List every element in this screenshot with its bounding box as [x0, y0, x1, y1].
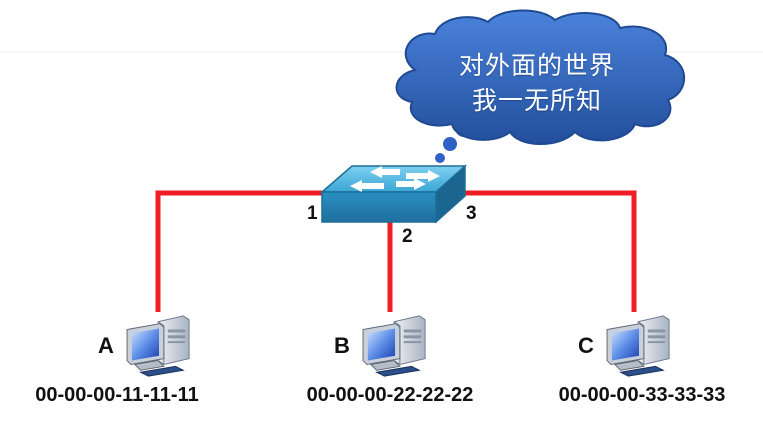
- switch-arrows-icon: [350, 166, 440, 192]
- link-lines: [155, 190, 637, 312]
- host-label-c: C: [578, 333, 594, 358]
- thought-bubble: [395, 9, 686, 163]
- host-mac-b: 00-00-00-22-22-22: [306, 384, 474, 406]
- switch-icon: [319, 164, 467, 224]
- bubble-dot-medium: [443, 137, 457, 151]
- cloud-shape: [395, 9, 686, 145]
- desktop-computer-icon: [126, 315, 190, 377]
- link-port1-host-a: [155, 190, 322, 312]
- bubble-line-1: 对外面的世界: [458, 51, 615, 80]
- desktop-computer-icon: [362, 315, 426, 377]
- port-label-1: 1: [307, 203, 318, 224]
- host-mac-a: 00-00-00-11-11-11: [35, 384, 199, 406]
- link-port3-host-c: [455, 190, 637, 312]
- bubble-dot-small: [435, 153, 445, 163]
- desktop-computer-icon: [606, 315, 670, 377]
- bubble-text: 对外面的世界 我一无所知: [426, 48, 648, 118]
- host-mac-c: 00-00-00-33-33-33: [558, 384, 726, 406]
- host-label-b: B: [334, 333, 350, 358]
- port-label-2: 2: [402, 226, 413, 247]
- bubble-line-2: 我一无所知: [471, 86, 602, 115]
- host-label-a: A: [98, 333, 114, 358]
- port-label-3: 3: [466, 203, 477, 224]
